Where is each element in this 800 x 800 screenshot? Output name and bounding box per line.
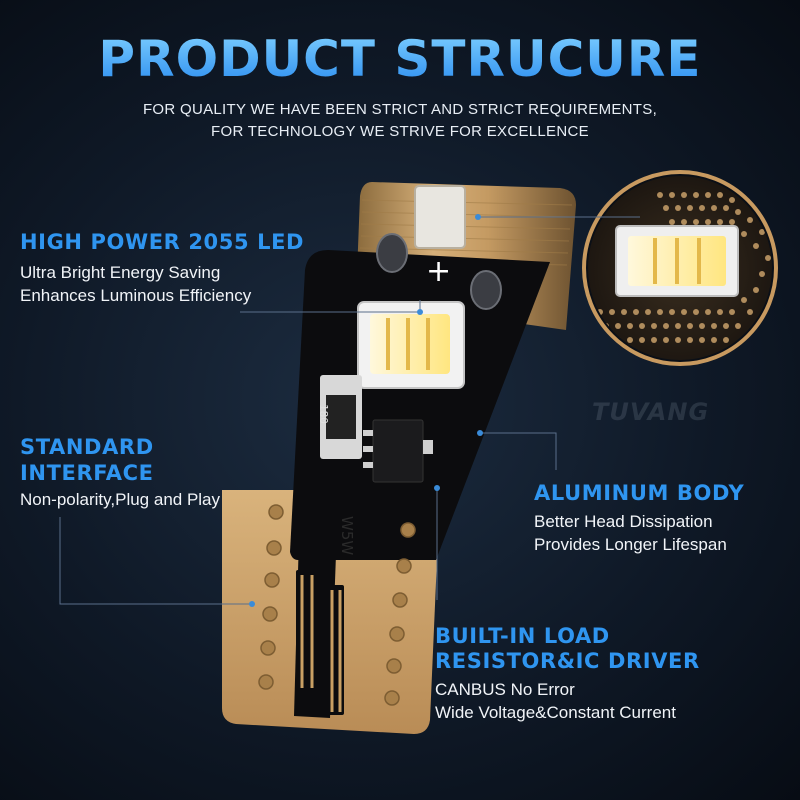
feature-body-line-2: Provides Longer Lifespan: [534, 535, 727, 554]
feature-led-line-2: Enhances Luminous Efficiency: [20, 286, 252, 305]
callout-lines: [59, 214, 640, 607]
front-led-chip: [414, 185, 466, 249]
feature-interface-line-1: Non-polarity,Plug and Play: [20, 490, 221, 509]
feature-led-title: HIGH POWER 2055 LED: [20, 230, 305, 254]
subtitle-line-2: FOR TECHNOLOGY WE STRIVE FOR EXCELLENCE: [211, 123, 589, 140]
pcb-board: [290, 250, 550, 560]
page-title: PRODUCT STRUCURE: [0, 30, 800, 88]
ic-driver: [372, 419, 424, 483]
feature-driver-title-2: RESISTOR&IC DRIVER: [435, 649, 700, 673]
resistor-code: 180: [317, 404, 330, 424]
contact-bumps: [258, 504, 416, 706]
feature-body-line-1: Better Head Dissipation: [534, 512, 713, 531]
feature-interface-title-2: INTERFACE: [20, 461, 154, 485]
model-label: W5W: [338, 516, 356, 556]
feature-driver-line-1: CANBUS No Error: [435, 680, 575, 699]
watermark: TUVANG: [592, 398, 710, 426]
polarity-plus-mark: +: [426, 254, 452, 289]
feature-led-line-1: Ultra Bright Energy Saving: [20, 263, 221, 282]
feature-body-title: ALUMINUM BODY: [534, 481, 745, 505]
feature-interface-title-1: STANDARD: [20, 435, 154, 459]
feature-driver-title-1: BUILT-IN LOAD: [435, 624, 610, 648]
feature-driver-line-2: Wide Voltage&Constant Current: [435, 703, 676, 722]
subtitle-line-1: FOR QUALITY WE HAVE BEEN STRICT AND STRI…: [142, 101, 658, 118]
